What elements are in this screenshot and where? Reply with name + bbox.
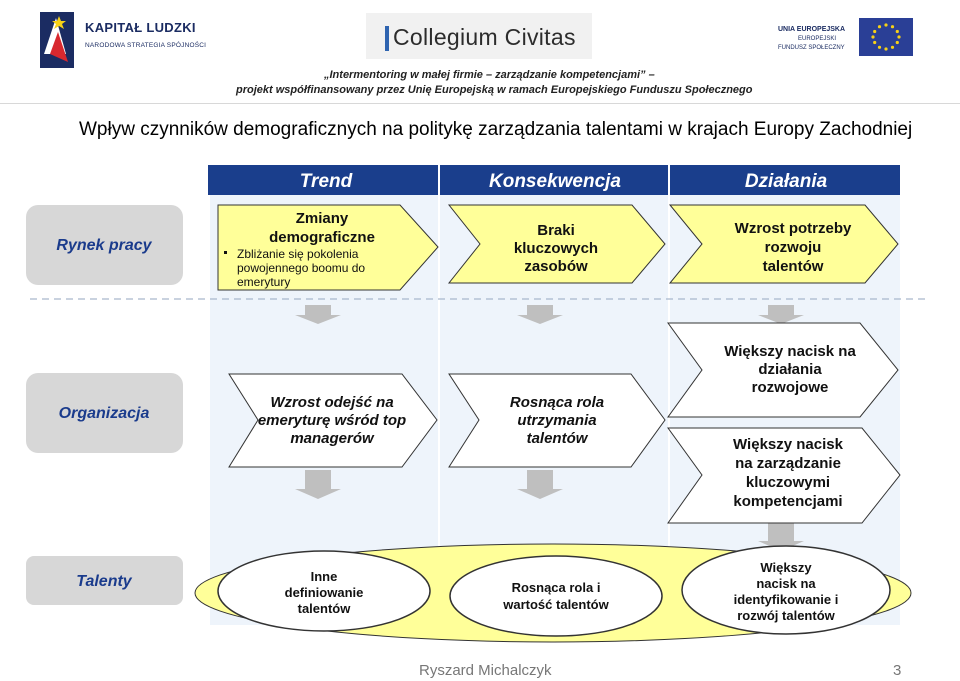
braki-line-2: kluczowych [514, 240, 598, 257]
oval-inne-definiowanie [217, 550, 431, 632]
dzialania-rozwojowe-line-3: rozwojowe [752, 379, 829, 396]
header-cell-dzialania [670, 165, 900, 195]
project-line-2: projekt współfinansowany przez Unię Euro… [236, 84, 753, 96]
wzrost-odejsc-line-1: Wzrost odejść na [270, 394, 393, 411]
collegium-civitas-name: Collegium Civitas [393, 24, 576, 50]
bullet-icon [224, 251, 227, 254]
kapital-ludzki-logo [40, 12, 74, 68]
slide-title: Wpływ czynników demograficznych na polit… [79, 119, 913, 140]
zmiany-bullet-3: emerytury [237, 275, 290, 289]
oval-rosnaca-rola-wartosc [449, 555, 663, 637]
zarzadzanie-kompetencjami-line-4: kompetencjami [733, 493, 842, 510]
braki-line-1: Braki [537, 222, 575, 239]
zmiany-bullet-2: powojennego boomu do [237, 261, 365, 275]
eu-line-1: UNIA EUROPEJSKA [778, 26, 846, 33]
wzrost-odejsc-line-3: managerów [290, 430, 375, 447]
arrow-wzrost-odejsc [228, 373, 438, 468]
row-talenty: Inne definiowanie talentów Rosnąca rola … [194, 543, 912, 643]
arrow-rosnaca-rola-utrzymania [448, 373, 666, 468]
wzrost-potrzeby-line-2: rozwoju [765, 239, 822, 256]
row-label-box-talenty [26, 556, 183, 605]
oval-identyfikowanie-rozwoj [681, 545, 891, 635]
row-organizacja: Wzrost odejść na emeryturę wśród top man… [228, 322, 901, 524]
header-cell-trend [208, 165, 438, 195]
rosnaca-rola-line-3: talentów [527, 430, 589, 447]
row-rynek-pracy: Zmiany demograficzne Zbliżanie się pokol… [217, 204, 899, 291]
zmiany-bullet-1: Zbliżanie się pokolenia [237, 247, 359, 261]
eu-flag-icon [859, 18, 913, 56]
down-arrow-icon [517, 305, 563, 324]
down-arrow-icon [295, 305, 341, 324]
arrow-wzrost-potrzeby-rozwoju [668, 204, 899, 284]
slide-header: KAPITAŁ LUDZKI NARODOWA STRATEGIA SPÓJNO… [0, 0, 960, 106]
kapital-ludzki-name: KAPITAŁ LUDZKI [85, 20, 196, 35]
dzialania-rozwojowe-line-2: działania [758, 361, 822, 378]
oval-3-line-3: identyfikowanie i [734, 592, 839, 607]
arrow-braki-kluczowych-zasobow [447, 204, 666, 284]
row-label-box-rynek [26, 205, 183, 285]
collegium-bar-icon [385, 26, 389, 51]
dzialania-rozwojowe-line-1: Większy nacisk na [724, 343, 856, 360]
oval-3-line-4: rozwój talentów [737, 608, 835, 623]
page-number: 3 [893, 662, 902, 679]
column-header-trend: Trend [300, 171, 353, 192]
row-label-rynek-pracy: Rynek pracy [56, 237, 152, 254]
down-arrow-icon [758, 305, 804, 324]
column-headers: Trend Konsekwencja Działania [208, 165, 900, 195]
row-labels: Rynek pracy Organizacja Talenty [26, 205, 183, 605]
header-cell-konsekwencja [440, 165, 668, 195]
oval-1-line-3: talentów [298, 601, 352, 616]
zarzadzanie-kompetencjami-line-3: kluczowymi [746, 474, 830, 491]
column-header-konsekwencja: Konsekwencja [489, 171, 621, 192]
header-divider [0, 103, 960, 104]
oval-3-line-1: Większy [760, 560, 812, 575]
oval-1-line-2: definiowanie [285, 585, 364, 600]
arrow-wiekszy-nacisk-kompetencje [667, 427, 901, 524]
down-arrow-icon [517, 470, 563, 499]
row-label-organizacja: Organizacja [59, 405, 150, 422]
down-arrows [295, 305, 804, 551]
oval-3-line-2: nacisk na [756, 576, 816, 591]
rosnaca-rola-line-1: Rosnąca rola [510, 394, 604, 411]
zarzadzanie-kompetencjami-line-2: na zarządzanie [735, 455, 841, 472]
column-header-dzialania: Działania [745, 171, 828, 192]
arrow-zmiany-demograficzne [217, 204, 439, 291]
arrow-wiekszy-nacisk-rozwojowe [667, 322, 899, 418]
rosnaca-rola-line-2: utrzymania [517, 412, 596, 429]
wzrost-odejsc-line-2: emeryturę wśród top [258, 412, 406, 429]
down-arrow-icon [758, 523, 804, 551]
row-label-talenty: Talenty [76, 573, 133, 590]
wzrost-potrzeby-line-1: Wzrost potrzeby [735, 220, 852, 237]
project-line-1: „Intermentoring w małej firmie – zarządz… [324, 69, 655, 81]
braki-line-3: zasobów [524, 258, 588, 275]
eu-line-3: FUNDUSZ SPOŁECZNY [778, 45, 845, 51]
oval-2-line-1: Rosnąca rola i [512, 580, 601, 595]
oval-1-line-1: Inne [311, 569, 338, 584]
eu-line-2: EUROPEJSKI [798, 36, 837, 42]
zmiany-title-2: demograficzne [269, 229, 375, 246]
wzrost-potrzeby-line-3: talentów [763, 258, 824, 275]
kapital-ludzki-subtitle: NARODOWA STRATEGIA SPÓJNOŚCI [85, 42, 207, 49]
zarzadzanie-kompetencjami-line-1: Większy nacisk [733, 436, 844, 453]
collegium-civitas-logo [366, 13, 592, 59]
zmiany-title-1: Zmiany [296, 210, 349, 227]
footer-author: Ryszard Michalczyk [419, 662, 552, 679]
oval-2-line-2: wartość talentów [502, 597, 609, 612]
down-arrow-icon [295, 470, 341, 499]
row-label-box-organizacja [26, 373, 183, 453]
